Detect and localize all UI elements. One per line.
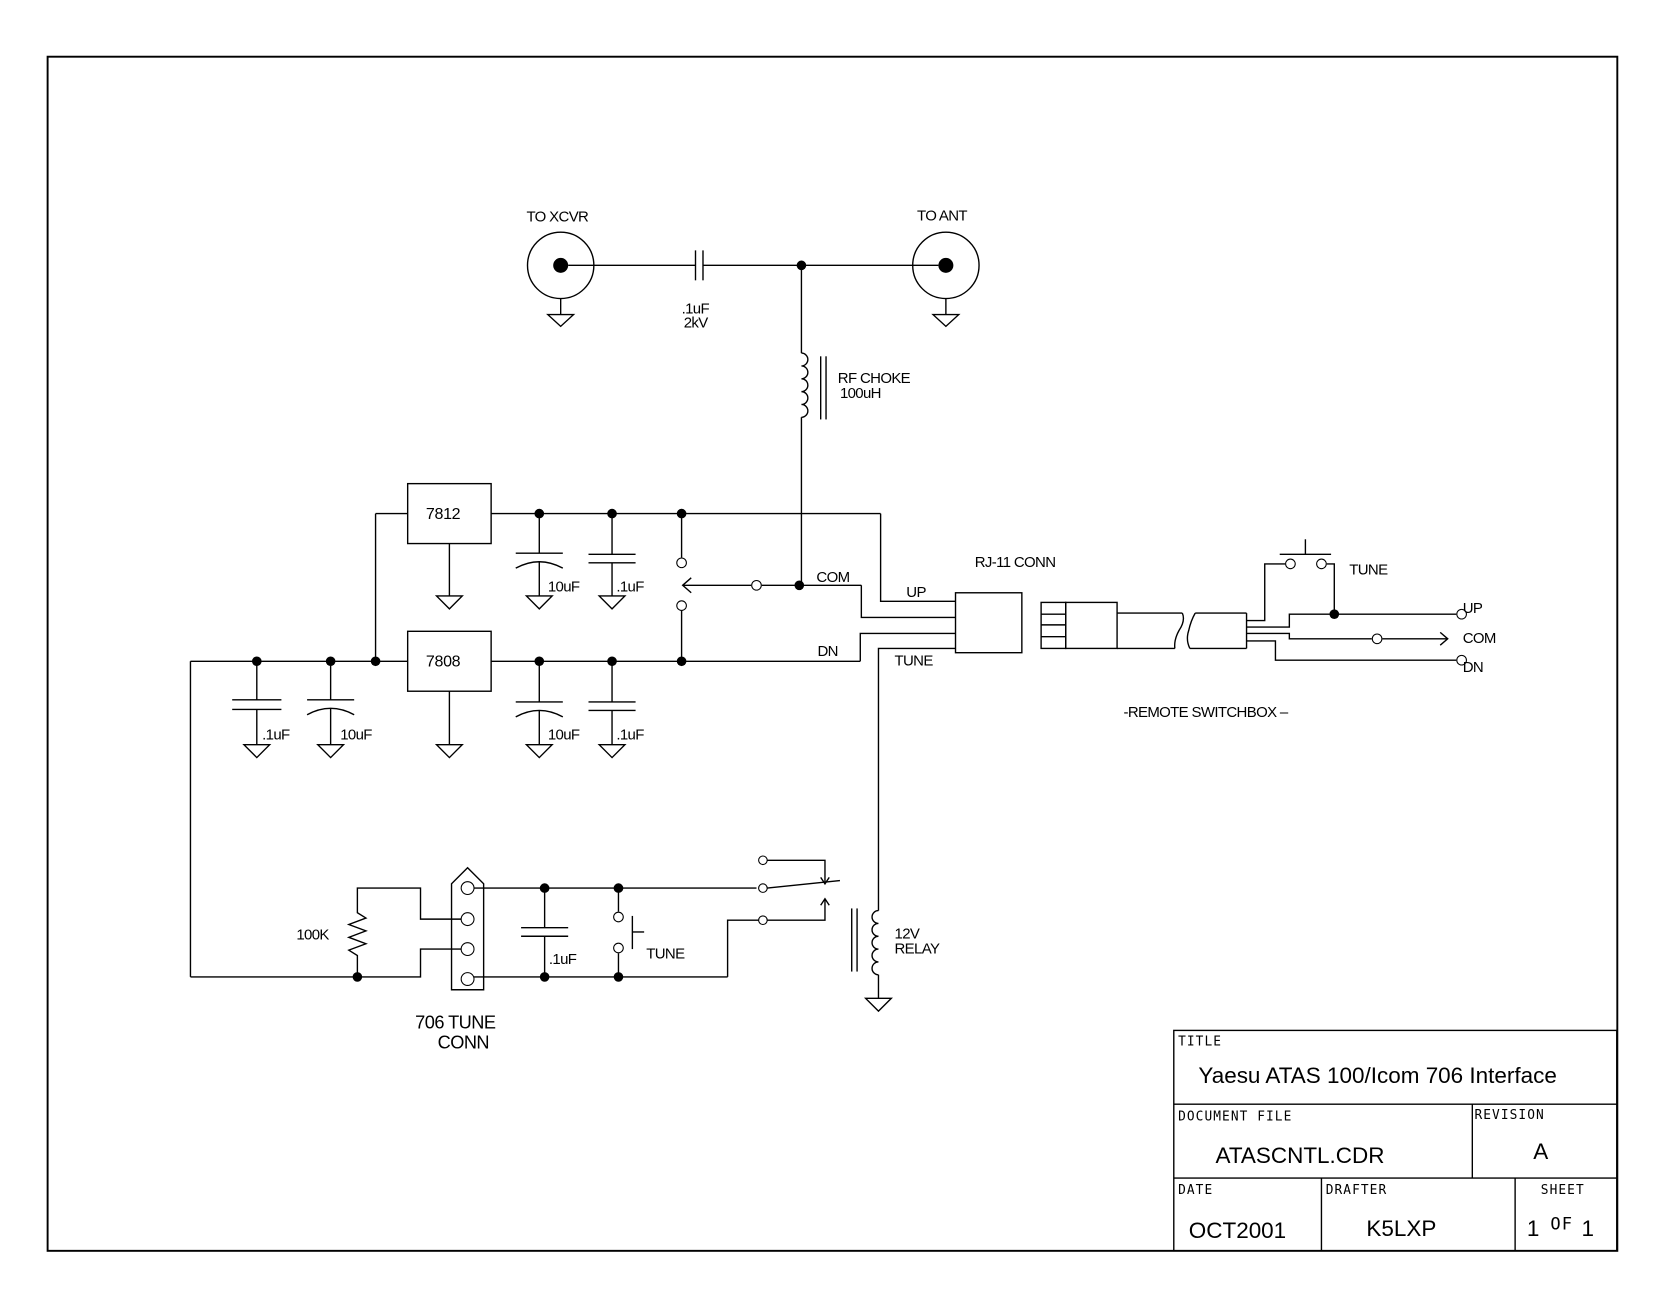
tune-cap-label: .1uF (549, 951, 577, 968)
tune-conn-label-2: CONN (438, 1033, 489, 1053)
date-caption: DATE (1178, 1183, 1213, 1198)
relay-name: RELAY (895, 940, 940, 957)
choke-value: 100uH (840, 385, 881, 402)
ground-icon (931, 313, 961, 328)
input-cap-0.1uF-label: .1uF (262, 726, 290, 743)
8v-cap-10uF (515, 661, 564, 759)
ground-icon (597, 744, 627, 759)
remote-selector-switch (1371, 608, 1467, 666)
remote-com-label: COM (1463, 630, 1496, 647)
coupling-cap-voltage: 2kV (684, 314, 709, 331)
sheet-number: 1 (1527, 1216, 1540, 1241)
drafter-caption: DRAFTER (1326, 1183, 1388, 1198)
revision-caption: REVISION (1474, 1108, 1544, 1123)
12v-cap-10uF (515, 513, 564, 610)
revision: A (1533, 1139, 1548, 1164)
sheet-caption: SHEET (1541, 1183, 1585, 1198)
ground-icon (434, 744, 464, 759)
title-block (1173, 1029, 1618, 1252)
regulator-7812-label: 7812 (426, 505, 461, 523)
rf-choke (801, 352, 827, 420)
date: OCT2001 (1189, 1218, 1286, 1243)
input-cap-0.1uF (232, 661, 282, 759)
dn-label: DN (817, 643, 837, 660)
ground-icon (524, 595, 554, 610)
ground-icon (863, 997, 893, 1013)
tune-conn-label-1: 706 TUNE (415, 1012, 496, 1032)
drawing-frame (46, 55, 1619, 1252)
8v-cap-10uF-label: 10uF (548, 726, 580, 743)
com-label: COM (816, 569, 849, 586)
remote-up-label: UP (1463, 600, 1483, 617)
tune-switch-label: TUNE (646, 946, 685, 963)
ant-connector (912, 231, 980, 328)
relay-coil (851, 908, 893, 1013)
tune-pushbutton (613, 888, 645, 977)
up-dn-selector-switch (676, 513, 862, 662)
document-file: ATASCNTL.CDR (1216, 1143, 1385, 1168)
ant-label: TO ANT (917, 207, 967, 224)
resistor-label: 100K (296, 926, 329, 943)
ground-icon (434, 595, 464, 610)
remote-dn-label: DN (1463, 659, 1483, 676)
ground-icon (524, 744, 554, 759)
cable (1117, 612, 1248, 650)
input-cap-10uF-label: 10uF (340, 726, 372, 743)
document-file-caption: DOCUMENT FILE (1178, 1109, 1292, 1124)
resistor-100k (346, 887, 463, 977)
706-tune-connector (450, 866, 485, 991)
12v-cap-0.1uF (588, 513, 636, 610)
tune-cap-0.1uF (521, 888, 569, 977)
remote-tune-pushbutton (1279, 539, 1335, 615)
sheet-of: OF (1550, 1214, 1573, 1234)
tune-label: TUNE (895, 653, 934, 670)
8v-cap-0.1uF (588, 661, 636, 759)
coupling-cap-value: .1uF (682, 301, 710, 318)
input-cap-10uF (306, 661, 355, 759)
rj11-jack (954, 592, 1023, 654)
up-label: UP (906, 584, 926, 601)
relay-contacts (726, 855, 841, 977)
ground-icon (242, 744, 272, 759)
remote-tune-label: TUNE (1349, 562, 1388, 579)
12v-cap-0.1uF-label: .1uF (616, 579, 644, 596)
relay-voltage: 12V (895, 925, 920, 942)
ground-icon (316, 744, 346, 759)
sheet-total: 1 (1581, 1216, 1594, 1241)
xcvr-label: TO XCVR (526, 208, 589, 225)
12v-cap-10uF-label: 10uF (548, 579, 580, 596)
8v-cap-0.1uF-label: .1uF (616, 726, 644, 743)
rj11-label: RJ-11 CONN (975, 554, 1056, 571)
title-caption: TITLE (1178, 1034, 1222, 1049)
coupling-capacitor (694, 250, 704, 281)
ground-icon (597, 595, 627, 610)
drafter: K5LXP (1366, 1216, 1436, 1241)
drawing-title: Yaesu ATAS 100/Icom 706 Interface (1198, 1063, 1556, 1088)
choke-name: RF CHOKE (838, 370, 911, 387)
regulator-7808-label: 7808 (426, 653, 461, 671)
remote-switchbox-title: -REMOTE SWITCHBOX – (1123, 704, 1288, 721)
rj11-plug (1040, 601, 1118, 650)
xcvr-connector (526, 231, 595, 328)
ground-icon (546, 313, 576, 328)
